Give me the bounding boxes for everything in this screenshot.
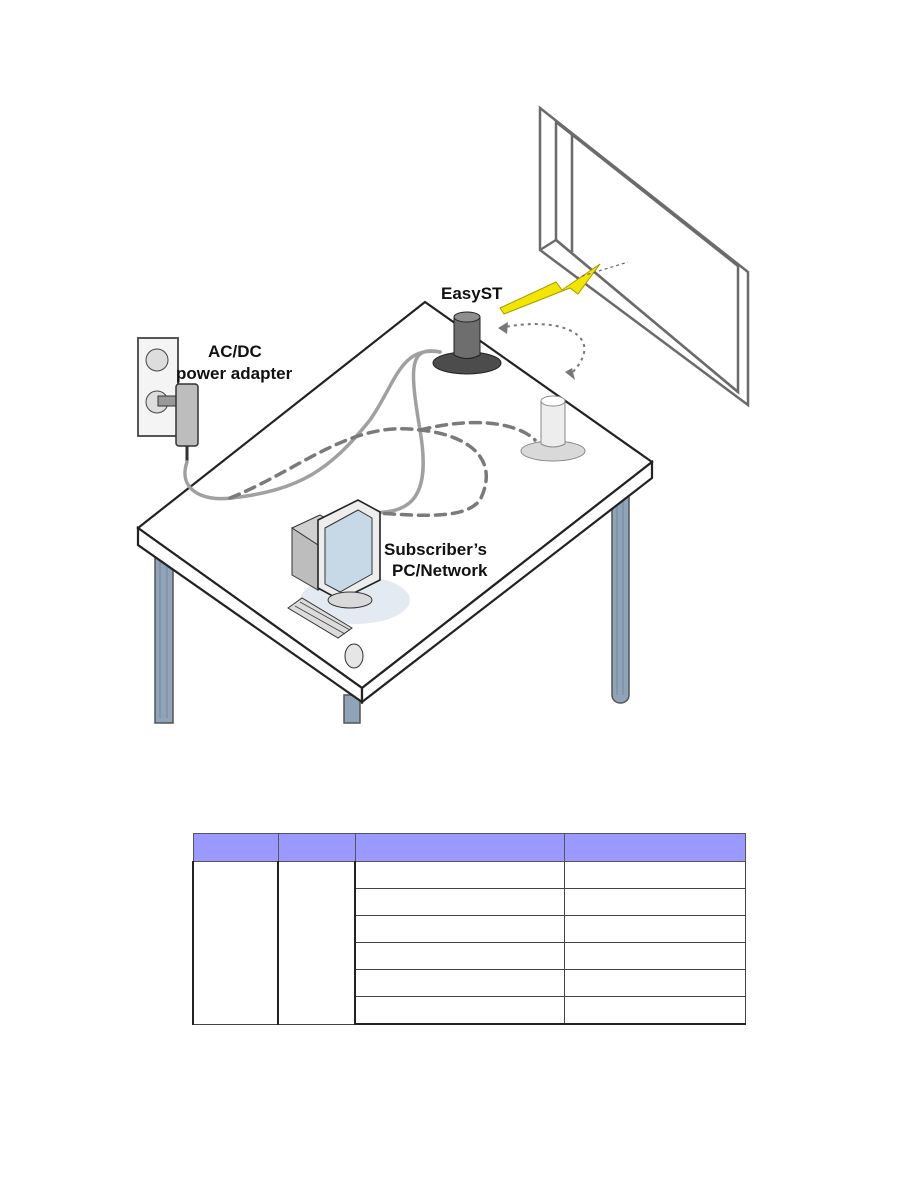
table-cell <box>563 915 746 943</box>
table-row <box>193 969 746 997</box>
subscriber-pc-icon <box>287 499 410 669</box>
header-cell <box>277 833 356 862</box>
table-cell <box>563 969 746 997</box>
signal-bolt-icon <box>499 261 629 315</box>
table-row <box>193 888 746 916</box>
table-cell <box>354 915 565 943</box>
table-cell <box>563 996 746 1025</box>
table-cell <box>563 942 746 970</box>
table-cell <box>354 942 565 970</box>
spec-table <box>192 833 746 1025</box>
table-cell <box>563 861 746 889</box>
header-cell <box>563 833 746 862</box>
table-header-row <box>192 833 746 862</box>
power-adapter-icon <box>157 383 199 462</box>
callout-easyst: EasyST <box>441 284 503 303</box>
table-cell-merged <box>192 861 279 1025</box>
header-cell <box>192 833 279 862</box>
callout-pc-line2: PC/Network <box>392 561 488 580</box>
wall-outlet <box>137 337 179 437</box>
easyst-device-alternate <box>520 395 586 462</box>
window-frame <box>538 105 750 408</box>
reposition-arrowhead <box>565 368 575 380</box>
table-cell-merged <box>277 861 356 1025</box>
reposition-arrowhead-start <box>498 322 508 334</box>
table-row <box>193 996 746 1025</box>
table-cell <box>354 861 565 889</box>
easyst-device-active <box>432 311 502 375</box>
tabletop <box>136 300 654 705</box>
installation-illustration: EasyST AC/DC power adapter Subscriber’s … <box>136 105 750 724</box>
table-cell <box>563 888 746 916</box>
table-cell <box>354 996 565 1025</box>
reposition-arrow <box>499 323 586 376</box>
callout-pc-line1: Subscriber’s <box>384 540 487 559</box>
callout-adapter-line1: AC/DC <box>208 342 262 361</box>
table-cell <box>354 888 565 916</box>
header-cell <box>354 833 565 862</box>
table-cell <box>354 969 565 997</box>
callout-adapter-line2: power adapter <box>176 364 293 383</box>
cables <box>183 349 537 518</box>
table-row <box>192 861 746 1025</box>
table-row <box>193 915 746 943</box>
table-legs <box>154 474 630 724</box>
